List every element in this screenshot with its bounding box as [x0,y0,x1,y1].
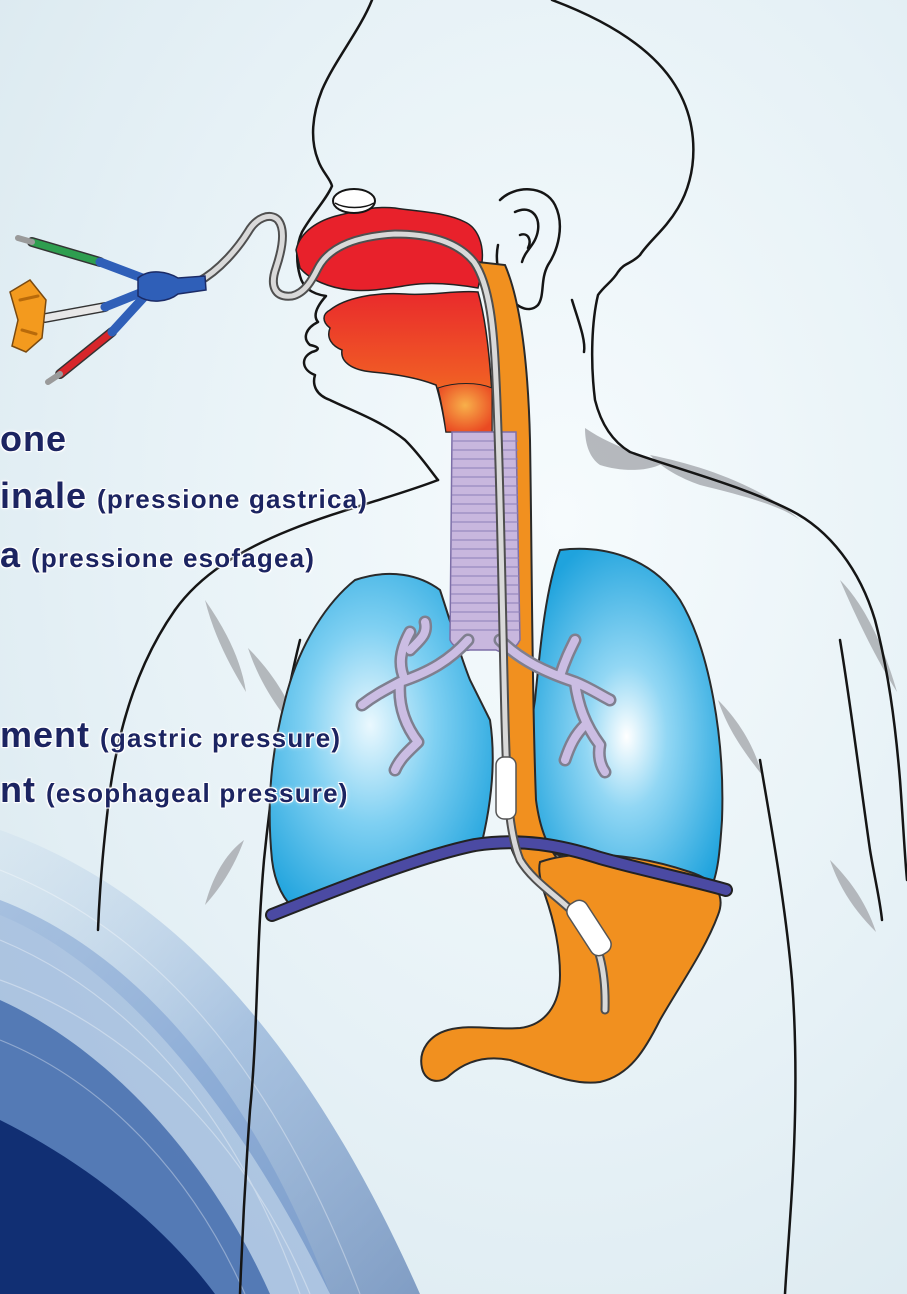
shade-left-arm [205,600,246,692]
label-line-2-main: inale [0,475,87,516]
esophageal-balloon [496,757,516,819]
right-lung [531,549,723,890]
label-line-3: a (pressione esofagea) [0,537,315,581]
red-lumen [60,332,112,374]
larynx [438,384,492,433]
label-line-5-main: nt [0,769,36,810]
trachea [450,432,520,652]
shade-right-waist [830,860,876,932]
orange-stopcock [10,280,46,352]
label-line-1: one [0,421,67,465]
ear-inner [515,210,538,262]
label-line-3-main: a [0,534,21,575]
shade-right-side [718,700,762,775]
label-line-3-sub: (pressione esofagea) [31,543,315,573]
shade-right-shoulder [650,455,800,520]
label-line-4-sub: (gastric pressure) [100,723,341,753]
turbinate-oval [333,189,375,213]
jaw-line [572,300,584,352]
shade-right-arm [840,580,897,692]
label-line-4-main: ment [0,714,90,755]
stomach [421,855,720,1083]
label-line-5: nt (esophageal pressure) [0,772,349,816]
label-line-2-sub: (pressione gastrica) [97,484,368,514]
background-swoosh [0,830,420,1294]
label-line-5-sub: (esophageal pressure) [46,778,349,808]
right-torso [760,760,795,1294]
left-arm [98,610,175,930]
label-line-1-main: one [0,418,67,459]
catheter-connector [10,238,206,382]
green-lumen [32,242,100,262]
label-line-4: ment (gastric pressure) [0,717,341,761]
shade-left-waist [205,840,244,905]
airway-head [296,189,492,432]
connector-hub [138,272,206,301]
label-line-2: inale (pressione gastrica) [0,478,368,522]
